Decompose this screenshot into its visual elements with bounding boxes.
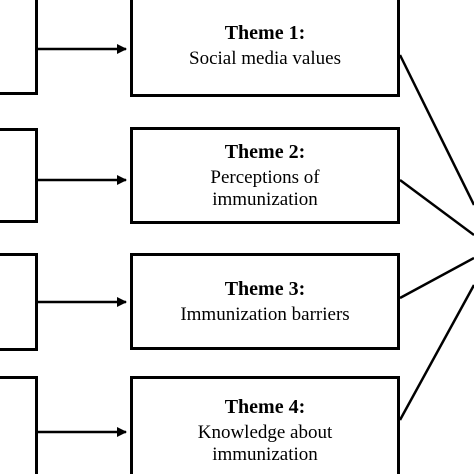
converge-line-2 (399, 178, 474, 237)
theme-title: Theme 2: (224, 140, 306, 163)
theme-title: Theme 1: (224, 21, 306, 44)
theme-box-2: Theme 2: Perceptions of immunization (130, 127, 400, 224)
theme-label: Perceptions of immunization (210, 166, 320, 210)
theme-label: Knowledge about immunization (197, 422, 333, 465)
converge-line-3 (399, 256, 474, 300)
theme-title: Theme 3: (224, 277, 306, 300)
source-box-3 (0, 253, 38, 351)
converge-line-1 (398, 54, 474, 206)
source-box-2 (0, 128, 38, 223)
source-box-1 (0, 0, 38, 95)
theme-box-4: Theme 4: Knowledge about immunization (130, 376, 400, 474)
source-box-4 (0, 376, 38, 474)
theme-label: Social media values (189, 47, 341, 69)
theme-label: Immunization barriers (180, 303, 350, 325)
theme-box-3: Theme 3: Immunization barriers (130, 253, 400, 350)
converge-line-4 (398, 284, 474, 421)
theme-box-1: Theme 1: Social media values (130, 0, 400, 97)
theme-title: Theme 4: (224, 396, 306, 419)
